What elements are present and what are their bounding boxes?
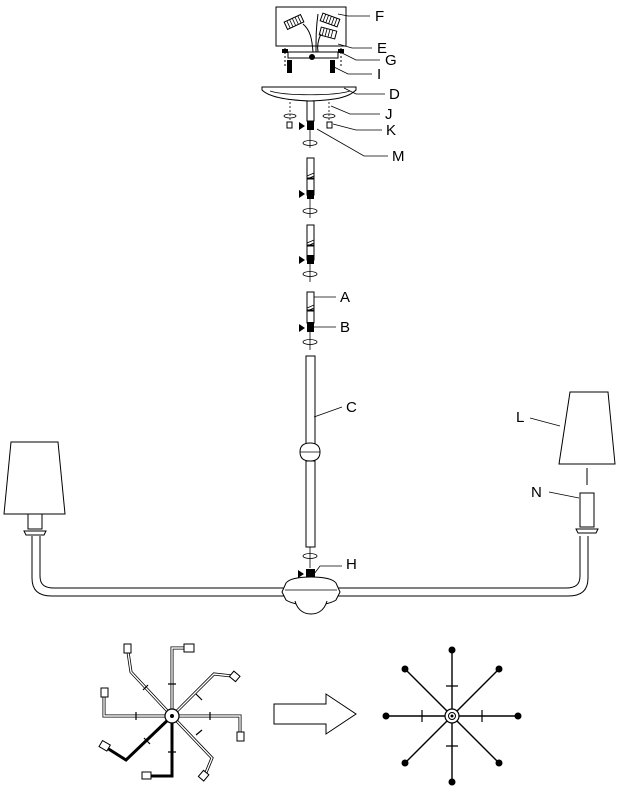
label-F: F [375, 8, 384, 25]
canopy-washers [283, 102, 336, 129]
label-L: L [516, 409, 524, 426]
label-C: C [346, 399, 357, 416]
label-A: A [340, 289, 350, 306]
label-B: B [340, 319, 350, 336]
stem-section-1 [299, 157, 318, 218]
stem-section-2 [299, 224, 318, 282]
leader-lines [313, 13, 580, 575]
label-I: I [377, 66, 381, 83]
label-K: K [386, 122, 396, 139]
top-view-before [98, 643, 245, 782]
right-shade [558, 391, 616, 485]
top-view-after [382, 646, 522, 786]
right-socket [575, 492, 599, 534]
chandelier-body [31, 536, 589, 615]
label-D: D [389, 86, 400, 103]
label-E: E [377, 40, 387, 57]
label-J: J [385, 106, 393, 123]
label-G: G [385, 52, 397, 69]
canopy [261, 86, 357, 102]
label-N: N [531, 484, 542, 501]
right-arrow-icon [273, 693, 357, 735]
canopy-coupling [299, 100, 318, 148]
mounting-strap [282, 48, 344, 73]
label-M: M [392, 148, 405, 165]
stem-section-3 [299, 291, 318, 350]
label-H: H [346, 556, 357, 573]
left-shade [3, 441, 66, 536]
main-stem [298, 355, 321, 579]
junction-box [275, 6, 347, 53]
